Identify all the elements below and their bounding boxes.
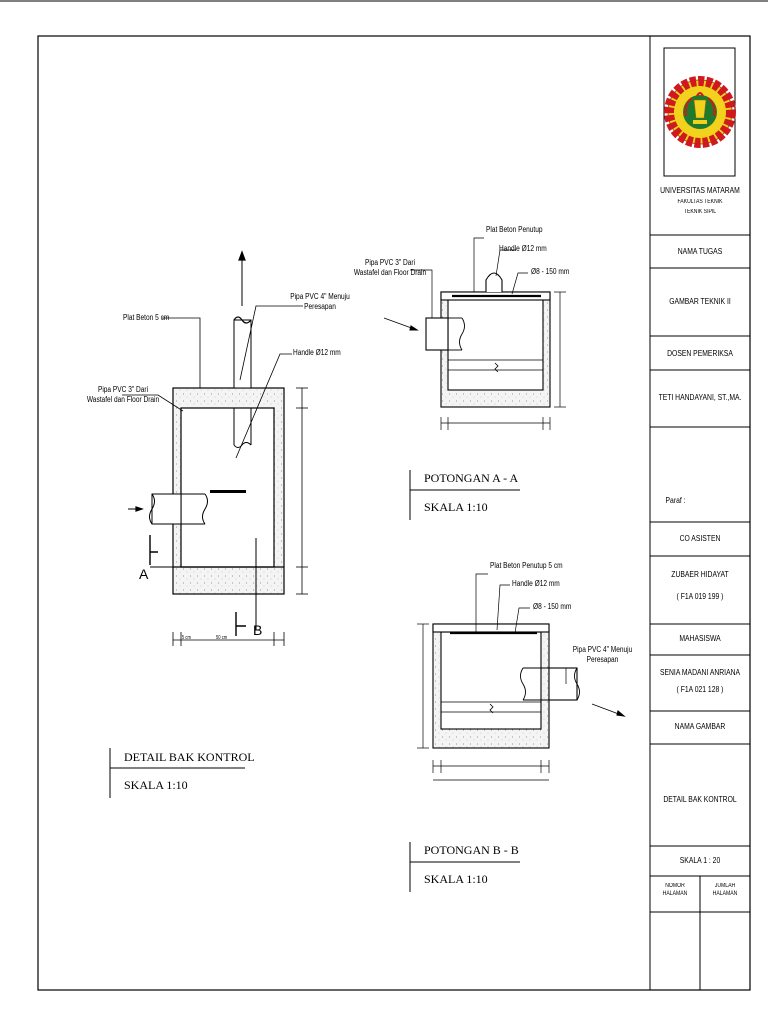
bb-title: POTONGAN B - B xyxy=(424,843,519,857)
bb-label-plat-beton: Plat Beton Penutup 5 cm xyxy=(490,561,563,570)
aa-title: POTONGAN A - A xyxy=(424,471,519,485)
plan-label-pipe-out: Pipa PVC 4" Menuju Peresapan xyxy=(290,292,350,311)
section-bb xyxy=(417,573,626,781)
tb-department: TEKNIK SIPIL xyxy=(683,209,717,215)
tb-assistant-label: CO ASISTEN xyxy=(679,534,721,543)
tb-drawing-label: NAMA GAMBAR xyxy=(674,722,726,731)
tb-faculty: FAKULTAS TEKNIK xyxy=(677,199,723,205)
tb-paraf: Paraf : xyxy=(665,496,686,505)
tb-assistant-id: ( F1A 019 199 ) xyxy=(676,592,724,601)
bb-label-handle: Handle Ø12 mm xyxy=(512,579,560,588)
tb-lecturer-label: DOSEN PEMERIKSA xyxy=(667,349,733,358)
plan-label-pipe-in: Pipa PVC 3" Dari Wastafel dan Floor Drai… xyxy=(86,385,160,404)
tb-drawing-value: DETAIL BAK KONTROL xyxy=(663,795,737,804)
tb-student-id: ( F1A 021 128 ) xyxy=(676,685,724,694)
tb-page-total-label: JUMLAH HALAMAN xyxy=(712,883,738,897)
tb-lecturer-value: TETI HANDAYANI, ST.,MA. xyxy=(658,393,742,402)
aa-scale: SKALA 1:10 xyxy=(424,500,488,514)
plan-label-plat-beton: Plat Beton 5 cm xyxy=(123,313,170,322)
plan-section-b: B xyxy=(253,622,263,638)
outer-border xyxy=(37,35,751,991)
plan-dim-5: 5 cm xyxy=(182,635,191,641)
aa-label-pipe-in: Pipa PVC 3" Dari Wastafel dan Floor Drai… xyxy=(353,258,427,277)
tb-task-label: NAMA TUGAS xyxy=(677,247,723,256)
tb-task-value: GAMBAR TEKNIK II xyxy=(669,297,731,306)
tb-assistant-name: ZUBAER HIDAYAT xyxy=(671,570,729,579)
aa-label-rebar: Ø8 - 150 mm xyxy=(531,267,570,276)
tb-student-name: SENIA MADANI ANRIANA xyxy=(659,668,741,677)
plan-title-underline xyxy=(109,748,245,798)
plan-view xyxy=(122,250,308,646)
university-logo xyxy=(663,47,736,177)
plan-label-handle: Handle Ø12 mm xyxy=(293,348,341,357)
plan-dim-50: 50 cm xyxy=(216,635,228,641)
bb-label-pipe-out: Pipa PVC 4" Menuju Peresapan xyxy=(572,645,633,664)
tb-scale: SKALA 1 : 20 xyxy=(679,856,721,865)
plan-title: DETAIL BAK KONTROL xyxy=(124,750,255,764)
plan-section-a: A xyxy=(139,566,149,582)
aa-label-plat-beton: Plat Beton Penutup xyxy=(486,225,543,234)
title-block-grid xyxy=(650,234,750,990)
aa-label-handle: Handle Ø12 mm xyxy=(499,244,547,253)
bb-scale: SKALA 1:10 xyxy=(424,872,488,886)
section-aa xyxy=(383,237,566,430)
plan-scale: SKALA 1:10 xyxy=(124,778,188,792)
tb-university: UNIVERSITAS MATARAM xyxy=(660,186,740,195)
bb-label-rebar: Ø8 - 150 mm xyxy=(533,602,572,611)
section-aa-title-underline xyxy=(409,470,520,520)
tb-student-label: MAHASISWA xyxy=(679,634,721,643)
section-bb-title-underline xyxy=(409,842,520,892)
tb-page-no-label: NOMOR HALAMAN xyxy=(662,883,688,897)
